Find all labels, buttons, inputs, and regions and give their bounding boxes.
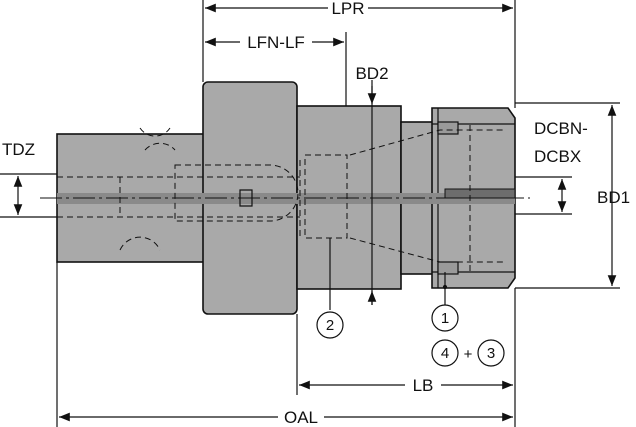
lfn-lf-label: LFN-LF xyxy=(247,33,305,52)
callout-plus: + xyxy=(464,346,473,363)
svg-text:4: 4 xyxy=(441,345,449,362)
bd2-label: BD2 xyxy=(355,64,388,83)
svg-text:1: 1 xyxy=(441,310,449,327)
tdz-label: TDZ xyxy=(2,140,35,159)
collet-nut-details xyxy=(432,108,515,288)
lpr-label: LPR xyxy=(331,0,364,18)
callout-3: 3 xyxy=(477,339,505,367)
bd1-label: BD1 xyxy=(597,188,630,207)
oal-label: OAL xyxy=(284,408,318,427)
collet-slot xyxy=(444,188,516,199)
dcbn-label: DCBN- xyxy=(534,119,588,138)
svg-text:2: 2 xyxy=(326,317,334,334)
lb-label: LB xyxy=(413,376,434,395)
callout-2: 2 xyxy=(316,311,344,339)
callout-4: 4 xyxy=(431,339,459,367)
svg-text:3: 3 xyxy=(487,345,495,362)
callout-1: 1 xyxy=(431,304,459,332)
dcbx-label: DCBX xyxy=(534,147,581,166)
